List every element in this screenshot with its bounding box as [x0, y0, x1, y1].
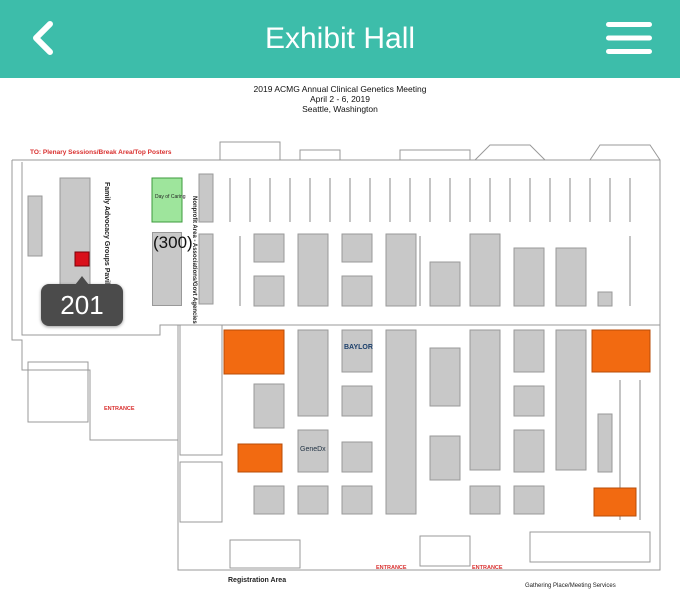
booth-block [341, 233, 373, 263]
family-advocacy-label: Family Advocacy Groups Pavilion [103, 182, 110, 295]
booth-block [59, 177, 91, 289]
booth-block [253, 233, 285, 263]
day-of-caring-booth [151, 177, 183, 223]
booth-block [297, 429, 329, 473]
highlighted-booth [593, 487, 637, 517]
sponsor-genedx: GeneDx [300, 446, 326, 453]
booth-block [597, 413, 613, 473]
booth-block [597, 291, 613, 307]
selected-booth-201 [74, 251, 90, 267]
booth-block [297, 485, 329, 515]
entrance-label-bottom: ENTRANCE [376, 565, 407, 571]
booth-block [513, 385, 545, 417]
page-title: Exhibit Hall [264, 22, 416, 55]
booth-block [513, 485, 545, 515]
booth-block [385, 329, 417, 515]
booth-block [469, 233, 501, 307]
booth-block [198, 173, 214, 223]
booth-block [341, 441, 373, 473]
booth-block [297, 329, 329, 417]
booth-block [297, 233, 329, 307]
booth-block [198, 233, 214, 305]
booth-block [341, 275, 373, 307]
highlighted-booth [237, 443, 283, 473]
map-title: 2019 ACMG Annual Clinical Genetics Meeti… [253, 84, 427, 114]
booth-block [341, 485, 373, 515]
booth-block [469, 485, 501, 515]
booth-block [27, 195, 43, 257]
booth-block [555, 329, 587, 471]
booth-block [253, 485, 285, 515]
booth-block [513, 429, 545, 473]
booth-block [429, 435, 461, 481]
chevron-left-icon[interactable] [28, 18, 58, 58]
highlighted-booth [591, 329, 651, 373]
booth-block [513, 329, 545, 373]
booth-300[interactable]: (300) [152, 232, 193, 306]
highlighted-booth [223, 329, 285, 375]
booth-block [341, 385, 373, 417]
day-of-caring-label: Day of Caring [155, 194, 186, 200]
registration-label: Registration Area [228, 577, 287, 584]
booth-block [555, 247, 587, 307]
booth-block [253, 383, 285, 429]
booth-number-callout: 201 [41, 276, 123, 326]
sponsor-baylor: BAYLOR [344, 344, 373, 351]
navigation-bar: Exhibit Hall [0, 0, 680, 78]
hall-outline [11, 159, 661, 571]
gathering-label: Gathering Place/Meeting Services [525, 583, 616, 589]
booth-block [429, 347, 461, 407]
nonprofit-label: Nonprofit Area - Associations/Govt Agenc… [191, 196, 197, 324]
booth-block [469, 329, 501, 471]
directions-label: TO: Plenary Sessions/Break Area/Top Post… [30, 149, 172, 156]
booth-block [513, 247, 545, 307]
entrance-label-bottom-right: ENTRANCE [472, 565, 503, 571]
hall-inner-wall [21, 162, 660, 336]
booth-block [341, 329, 373, 373]
booth-block [385, 233, 417, 307]
booth-block [253, 275, 285, 307]
hamburger-menu-icon[interactable] [606, 20, 652, 56]
entrance-label-left: ENTRANCE [104, 406, 135, 412]
booth-block [429, 261, 461, 307]
